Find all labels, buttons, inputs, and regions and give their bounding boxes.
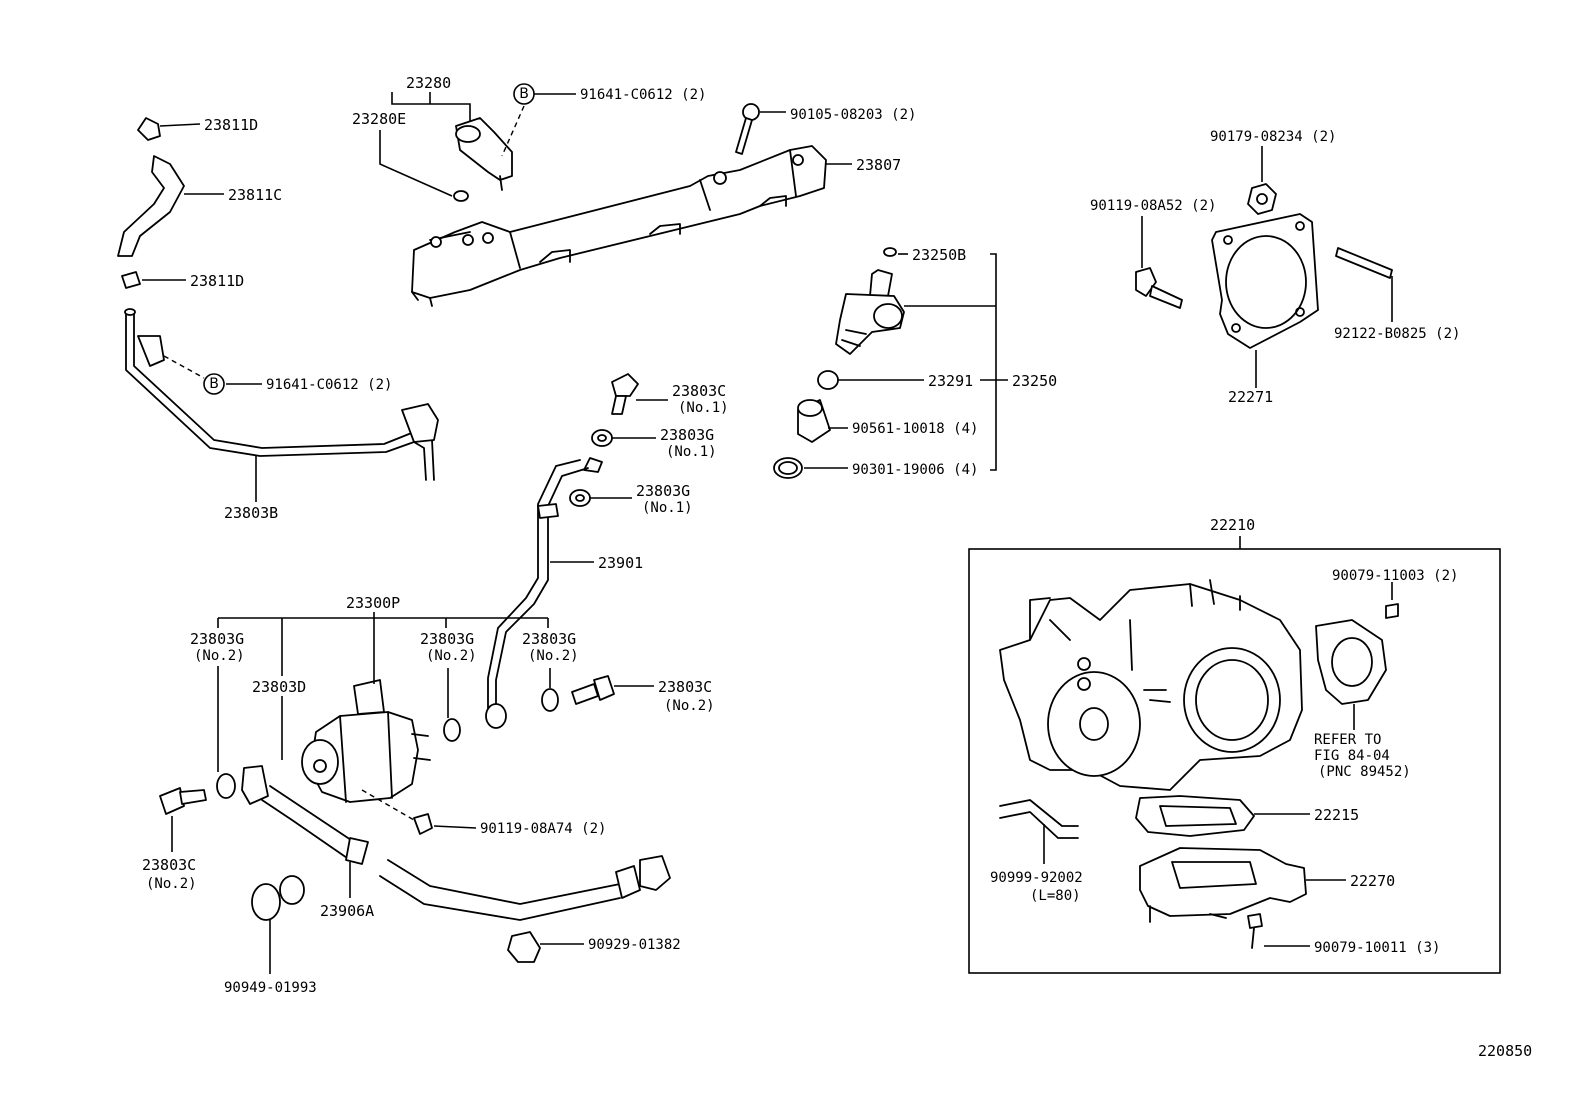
- label-clamp-left: 90949-01993: [224, 980, 317, 996]
- callout-marker-top: B: [513, 83, 535, 105]
- throttle-body-assy-box: [968, 548, 1501, 974]
- label-rail-bolt: 90105-08203 (2): [790, 107, 916, 123]
- label-tb-gasket: 22215: [1314, 806, 1359, 824]
- tb-hose-part: [999, 799, 1079, 839]
- label-collar: 90561-10018 (4): [852, 421, 978, 437]
- delivery-pipe-part: [411, 145, 827, 307]
- label-gasket-a: 23803G: [660, 426, 714, 444]
- damper-part: [241, 765, 269, 805]
- gasket-right-part: [541, 688, 559, 712]
- label-oring: 90301-19006 (4): [852, 462, 978, 478]
- label-gasket-b-sub: (No.1): [642, 500, 693, 516]
- tb-gasket-part: [1135, 795, 1255, 837]
- rail-bolt-part: [735, 103, 760, 155]
- label-injector-assy: 23250: [1012, 372, 1057, 390]
- gasket-mid-part: [443, 718, 461, 742]
- clamp-left-part: [251, 875, 305, 921]
- label-gasket-nut: 90179-08234 (2): [1210, 129, 1336, 145]
- union-bolt-left-part: [159, 787, 207, 815]
- oring-part: [773, 457, 803, 479]
- label-damper-assy: 23300P: [346, 594, 400, 612]
- label-damper-bolt: 90119-08A74 (2): [480, 821, 606, 837]
- figure-number: 220850: [1478, 1042, 1532, 1060]
- label-gasket-mid-sub: (No.2): [426, 648, 477, 664]
- label-clip-top: 23811D: [204, 116, 258, 134]
- label-pressure-regulator-oring: 23280E: [352, 110, 406, 128]
- callout-marker-text: B: [209, 376, 219, 392]
- label-tb-hose-sub: (L=80): [1030, 888, 1081, 904]
- sensor-screw-part: [1385, 603, 1399, 619]
- label-union-bolt-left-sub: (No.2): [146, 876, 197, 892]
- label-gasket-mid: 23803G: [420, 630, 474, 648]
- label-stud: 92122-B0825 (2): [1334, 326, 1460, 342]
- return-hose-part: [261, 785, 671, 921]
- clip-bottom-part: [121, 271, 141, 289]
- gasket-left-part: [216, 773, 236, 799]
- union-bolt-right-part: [571, 675, 615, 705]
- label-union-bolt-no1: 23803C: [672, 382, 726, 400]
- pressure-regulator-part: [453, 117, 513, 202]
- label-gasket-right-sub: (No.2): [528, 648, 579, 664]
- label-fuel-pipe: 23803B: [224, 504, 278, 522]
- sensor-part: [1315, 619, 1387, 705]
- injector-part: [835, 247, 905, 355]
- label-gasket-bolt: 90119-08A52 (2): [1090, 198, 1216, 214]
- collar-part: [797, 399, 831, 443]
- label-throttle-body-assy: 22210: [1210, 516, 1255, 534]
- gasket-b-part: [569, 489, 591, 507]
- leader-lines: [142, 92, 1393, 974]
- label-delivery-pipe: 23807: [856, 156, 901, 174]
- damper-assy-part: [301, 679, 431, 803]
- label-grommet: 23291: [928, 372, 973, 390]
- clamp-right-part: [507, 931, 541, 963]
- label-damper: 23803D: [252, 678, 306, 696]
- label-refer-line1: REFER TO: [1314, 732, 1381, 748]
- gasket-part: [1211, 213, 1319, 349]
- label-clip-bottom: 23811D: [190, 272, 244, 290]
- label-gasket-a-sub: (No.1): [666, 444, 717, 460]
- label-gasket-right: 23803G: [522, 630, 576, 648]
- label-refer-line2: FIG 84-04: [1314, 748, 1390, 764]
- label-union-bolt-right: 23803C: [658, 678, 712, 696]
- label-bolt-mid: 91641-C0612 (2): [266, 377, 392, 393]
- fuel-hose-part: [485, 457, 603, 729]
- label-iac-screw: 90079-10011 (3): [1314, 940, 1440, 956]
- label-union-bolt-left: 23803C: [142, 856, 196, 874]
- damper-bolt-part: [413, 813, 433, 835]
- label-gasket-b: 23803G: [636, 482, 690, 500]
- label-hose: 23811C: [228, 186, 282, 204]
- union-bolt-no1-part: [611, 373, 639, 415]
- label-iac-valve: 22270: [1350, 872, 1395, 890]
- hose-part: [117, 155, 185, 257]
- gasket-a-part: [591, 429, 613, 447]
- iac-valve-part: [1139, 847, 1307, 923]
- throttle-body-part: [999, 579, 1303, 791]
- callout-marker-text: B: [519, 86, 529, 102]
- label-refer-line3: (PNC 89452): [1318, 764, 1411, 780]
- label-union-bolt-no1-sub: (No.1): [678, 400, 729, 416]
- stud-part: [1335, 247, 1393, 279]
- label-gasket: 22271: [1228, 388, 1273, 406]
- grommet-part: [817, 370, 839, 390]
- label-tb-hose: 90999-92002: [990, 870, 1083, 886]
- label-bolt-top: 91641-C0612 (2): [580, 87, 706, 103]
- gasket-bolt-part: [1135, 267, 1183, 309]
- label-insulator: 23250B: [912, 246, 966, 264]
- label-clamp-right: 90929-01382: [588, 937, 681, 953]
- fuel-pipe-part: [124, 308, 439, 481]
- callout-marker-mid: B: [203, 373, 225, 395]
- label-union-bolt-right-sub: (No.2): [664, 698, 715, 714]
- iac-screw-part: [1247, 913, 1263, 949]
- label-return-hose: 23906A: [320, 902, 374, 920]
- label-gasket-left-sub: (No.2): [194, 648, 245, 664]
- label-sensor-screw: 90079-11003 (2): [1332, 568, 1458, 584]
- clip-top-part: [137, 117, 161, 141]
- label-gasket-left: 23803G: [190, 630, 244, 648]
- label-fuel-hose: 23901: [598, 554, 643, 572]
- gasket-nut-part: [1247, 183, 1277, 215]
- label-pressure-regulator: 23280: [406, 74, 451, 92]
